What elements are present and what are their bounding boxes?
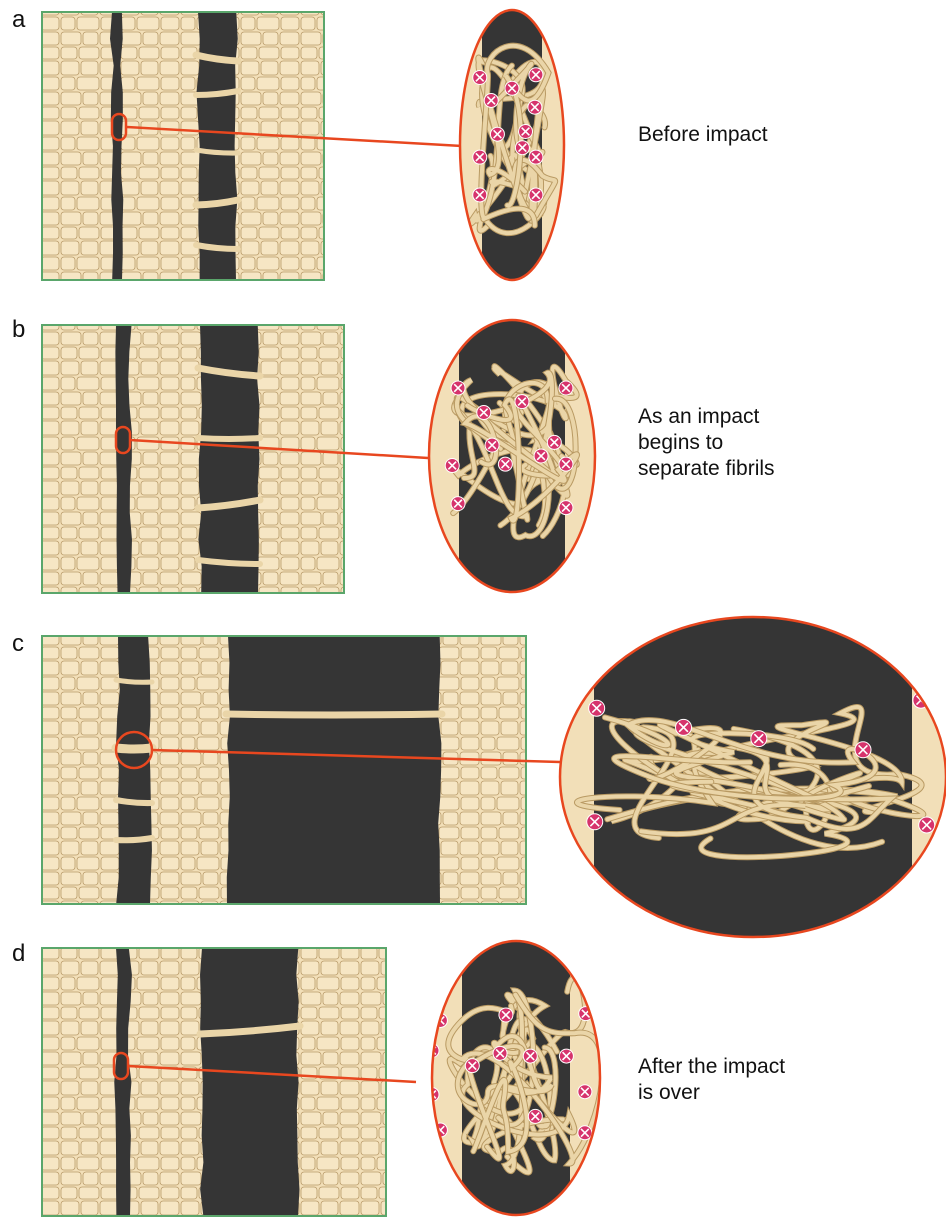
gap-b-1 xyxy=(198,325,259,593)
gap-a-1 xyxy=(196,12,237,280)
crosslink-icon xyxy=(528,1109,542,1123)
zoom-a xyxy=(460,10,564,280)
bridge-c-2 xyxy=(116,800,152,803)
crosslink-icon xyxy=(484,93,498,107)
crosslink-icon xyxy=(473,71,487,85)
crosslink-icon xyxy=(451,497,465,511)
crosslink-icon xyxy=(578,1085,592,1099)
bridge-c-1 xyxy=(116,748,152,749)
crosslink-icon xyxy=(559,381,573,395)
crosslink-icon xyxy=(919,817,935,833)
crosslink-icon xyxy=(559,1049,573,1063)
tissue-panel-a xyxy=(42,12,324,280)
zoom-c-left-edge xyxy=(560,617,594,937)
crosslink-icon xyxy=(529,68,543,82)
crosslink-icon xyxy=(473,188,487,202)
tissue-b xyxy=(42,325,344,593)
crosslink-icon xyxy=(519,125,533,139)
zoom-a-left-edge xyxy=(460,10,482,280)
zoom-d-right-edge xyxy=(570,941,600,1215)
crosslink-icon xyxy=(473,150,487,164)
crosslink-icon xyxy=(676,719,692,735)
crosslink-icon xyxy=(493,1046,507,1060)
crosslink-icon xyxy=(465,1059,479,1073)
zoom-c xyxy=(560,617,946,937)
crosslink-icon xyxy=(855,742,871,758)
bridge-c-0 xyxy=(116,680,152,682)
zoom-d xyxy=(425,941,603,1215)
bridge-c-3 xyxy=(116,838,152,840)
crosslink-icon xyxy=(529,188,543,202)
bridge-b-1 xyxy=(198,438,260,439)
tissue-panel-d xyxy=(42,948,386,1216)
zoom-a-right-edge xyxy=(542,10,564,280)
crosslink-icon xyxy=(559,501,573,515)
crosslink-icon xyxy=(485,438,499,452)
tissue-panel-b xyxy=(42,325,344,593)
crosslink-icon xyxy=(505,81,519,95)
crosslink-icon xyxy=(523,1049,537,1063)
crosslink-icon xyxy=(534,449,548,463)
crosslink-icon xyxy=(445,459,459,473)
crosslink-icon xyxy=(751,731,767,747)
crosslink-icon xyxy=(515,141,529,155)
zoom-b-left-edge xyxy=(429,320,459,592)
crosslink-icon xyxy=(529,150,543,164)
crosslink-icon xyxy=(589,700,605,716)
gap-c-0 xyxy=(116,636,152,904)
bridge-c-4 xyxy=(226,714,442,715)
crosslink-icon xyxy=(498,457,512,471)
crosslink-icon xyxy=(559,457,573,471)
zoom-b xyxy=(429,320,595,592)
crosslink-icon xyxy=(547,435,561,449)
crosslink-icon xyxy=(528,100,542,114)
crosslink-icon xyxy=(477,405,491,419)
gap-d-1 xyxy=(200,948,299,1216)
crosslink-icon xyxy=(515,395,529,409)
crosslink-icon xyxy=(451,381,465,395)
crosslink-icon xyxy=(587,814,603,830)
tissue-a xyxy=(42,12,324,280)
crosslink-icon xyxy=(578,1126,592,1140)
crosslink-icon xyxy=(490,127,504,141)
tissue-panel-c xyxy=(42,636,526,904)
gap-c-1 xyxy=(227,636,442,904)
crosslink-icon xyxy=(499,1008,513,1022)
